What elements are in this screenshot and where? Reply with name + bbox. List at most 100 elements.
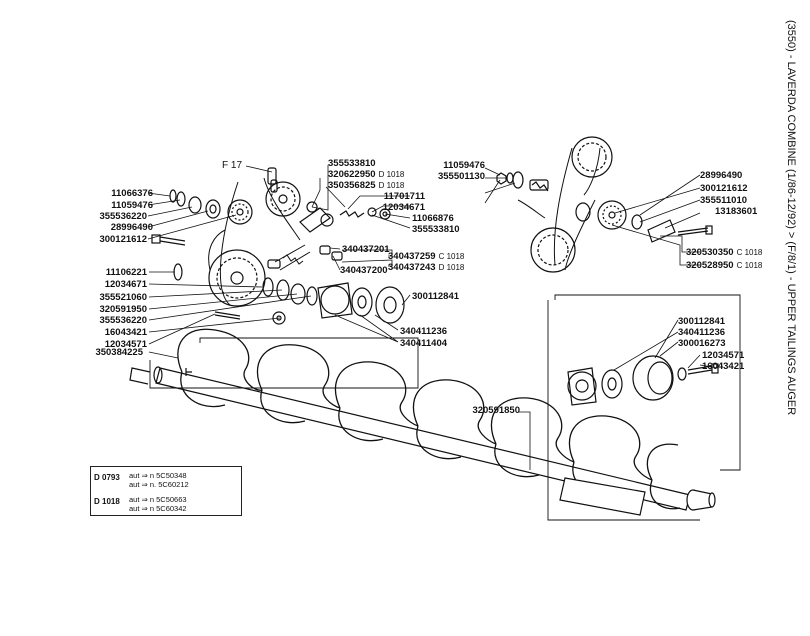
part-label-11066376: 11066376 [111,188,153,199]
part-label-300112841a: 300112841 [412,291,459,302]
part-label-320591850: 320591850 [472,405,520,416]
part-number: 320530350 [686,247,734,258]
part-label-355521060: 355521060 [99,292,147,303]
part-number: 16043421 [702,361,745,372]
part-number: 340437243 [388,262,436,273]
part-number: 320622950 [328,169,376,180]
part-number: 340437200 [340,265,388,276]
part-variant-code: C 1018 [736,261,763,270]
part-number: 11066376 [111,188,153,199]
part-label-11106221: 11106221 [106,267,147,278]
part-number: 300112841 [412,291,460,302]
legend-code: D 1018 [94,497,120,506]
part-number: 28996490 [700,170,743,181]
left-washers [169,189,221,219]
part-label-16043421a: 16043421 [105,327,147,338]
part-number: 300121612 [99,234,147,245]
legend-line: aut ⇒ n 5C50663 [129,495,187,504]
legend-line: aut ⇒ n. 5C60212 [129,480,189,489]
part-number: 300121612 [700,183,748,194]
part-label-16043421b: 16043421 [702,361,744,372]
part-label-350384225: 350384225 [95,347,143,358]
part-number: 12034571 [104,339,147,350]
part-label-355536220a: 355536220 [99,211,147,222]
chain-link-f17 [267,167,278,193]
part-label-340411236b: 340411236 [678,327,725,338]
part-number: 355511010 [700,195,748,206]
legend-line: aut ⇒ n 5C50348 [129,471,187,480]
part-number: 11066876 [412,213,454,224]
part-label-355533810b: 355533810 [412,224,460,235]
part-number: 340411236 [400,326,448,337]
part-label-11059476b: 11059476 [443,160,485,171]
bearing-stack-left [173,263,318,325]
part-variant-code: D 1018 [378,181,405,190]
part-number: 13183601 [715,206,758,217]
left-chain [208,177,311,306]
part-number: 355536220 [99,315,147,326]
side-title: (3550) - LAVERDA COMBINE (1/86-12/92) > … [783,20,803,440]
left-sprocket-large [208,249,266,307]
part-number: 12034571 [702,350,745,361]
part-label-300121612b: 300121612 [700,183,748,194]
right-washers [496,171,643,230]
page-title: (3550) - LAVERDA COMBINE (1/86-12/92) > … [785,20,797,416]
auger-shaft [129,366,716,511]
part-number: 355536220 [99,211,147,222]
part-number: 300016273 [678,338,726,349]
part-number: 340411236 [678,327,726,338]
part-number: 355533810 [412,224,460,235]
figure-reference: F 17 [222,160,243,171]
part-label-11066876: 11066876 [412,213,454,224]
part-label-320591950: 320591950 [99,304,147,315]
part-label-300112841b: 300112841 [678,316,725,327]
part-label-12034571a: 12034571 [105,339,147,350]
part-variant-code: D 1018 [378,170,405,179]
part-label-28996490b: 28996490 [700,170,742,181]
part-number: 340411404 [400,338,448,349]
part-label-355511010: 355511010 [700,195,747,206]
flange-bearing-right [567,355,719,406]
flange-bearing-left [317,282,405,324]
part-variant-code: C 1018 [736,248,763,257]
part-number: 11059476 [111,200,153,211]
part-number: 355501130 [437,171,485,182]
part-label-300121612a: 300121612 [99,234,147,245]
part-number: 320591950 [99,304,147,315]
part-number: 320528950 [686,260,734,271]
part-label-11701711: 11701711 [384,191,425,202]
right-sprocket-top [571,136,613,178]
part-number: 340437259 [388,251,436,262]
chain-links-middle [267,245,343,269]
top-sprocket [265,181,301,217]
part-label-340411404: 340411404 [400,338,447,349]
part-label-300016273: 300016273 [678,338,726,349]
legend-row: D 0793 aut ⇒ n 5C50348 aut ⇒ n. 5C60212 [91,467,241,491]
auger-sleeve [559,477,646,516]
part-number: 11059476 [443,160,485,171]
part-label-355536220b: 355536220 [99,315,147,326]
chain-link-right [529,179,549,192]
part-label-13183601: 13183601 [715,206,757,217]
legend-line: aut ⇒ n 5C60342 [129,504,187,513]
leader-lines [147,165,719,470]
part-label-12034671a: 12034671 [383,202,425,213]
part-variant-code: D 1018 [438,263,465,272]
right-sprocket-bottom [530,227,576,273]
legend-row: D 1018 aut ⇒ n 5C50663 aut ⇒ n 5C60342 [91,491,241,515]
part-label-355533810a: 355533810 [328,158,376,169]
part-number: 355533810 [328,158,376,169]
part-number: 300112841 [678,316,726,327]
part-label-340437201: 340437201 [342,244,390,255]
part-variant-code: C 1018 [438,252,465,261]
part-label-12034671b: 12034671 [105,279,147,290]
part-number: 350384225 [95,347,143,358]
part-label-340437200: 340437200 [340,265,388,276]
